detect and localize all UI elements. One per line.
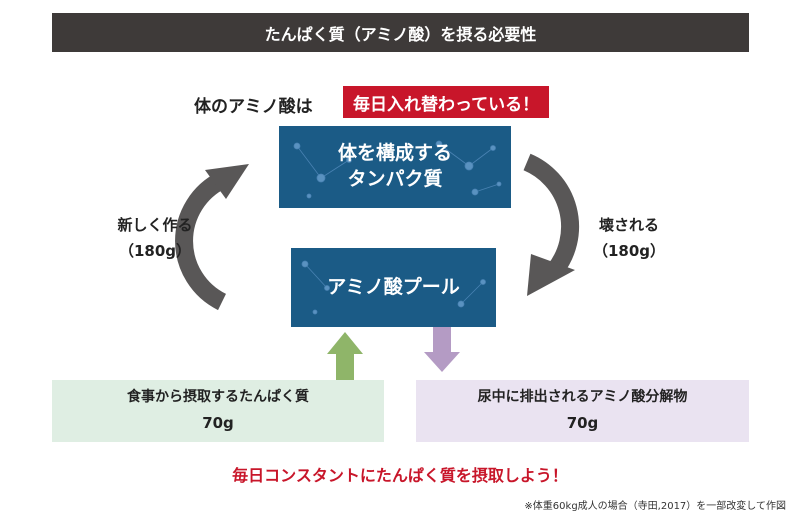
protein-box-text: 体を構成する タンパク質 <box>338 141 452 192</box>
intake-amount: 70g <box>202 414 234 433</box>
synthesis-label-line-1: 新しく作る <box>117 216 193 234</box>
protein-line-2: タンパク質 <box>347 168 443 190</box>
bottom-message: 毎日コンスタントにたんぱく質を摂取しよう！ <box>232 466 568 485</box>
intake-label: 食事から摂取するたんぱく質 <box>127 388 309 405</box>
protein-box: 体を構成する タンパク質 <box>279 126 511 208</box>
molecule-pattern-icon <box>301 260 486 315</box>
headline-highlight: 毎日入れ替わっている！ <box>343 86 550 118</box>
synthesis-label: 新しく作る （180g） <box>95 213 215 264</box>
breakdown-label-line-1: 壊される <box>598 216 659 234</box>
breakdown-label-line-2: （180g） <box>592 241 666 260</box>
synthesis-label-line-2: （180g） <box>118 241 192 260</box>
headline-prefix: 体のアミノ酸は <box>194 97 313 117</box>
footnote: ※体重60kg成人の場合（寺田,2017）を一部改変して作図 <box>524 501 786 512</box>
pool-box-text: アミノ酸プール <box>327 275 460 298</box>
excretion-amount: 70g <box>566 414 599 433</box>
headline-highlight-text: 毎日入れ替わっている！ <box>353 94 540 115</box>
breakdown-label: 壊される （180g） <box>574 213 684 264</box>
left-curved-arrow <box>175 164 249 311</box>
amino-acid-pool-box: アミノ酸プール <box>291 248 496 327</box>
molecule-pattern-icon <box>293 140 502 199</box>
intake-box: 食事から摂取するたんぱく質 70g <box>52 380 384 442</box>
excretion-label: 尿中に排出されるアミノ酸分解物 <box>477 388 688 405</box>
excrete-down-arrow <box>424 327 460 372</box>
intake-up-arrow <box>327 332 363 380</box>
title-bar: たんぱく質（アミノ酸）を摂る必要性 <box>52 13 749 52</box>
excretion-box: 尿中に排出されるアミノ酸分解物 70g <box>416 380 749 442</box>
protein-line-1: 体を構成する <box>337 142 452 165</box>
page-title: たんぱく質（アミノ酸）を摂る必要性 <box>264 24 537 44</box>
right-curved-arrow <box>523 153 580 296</box>
